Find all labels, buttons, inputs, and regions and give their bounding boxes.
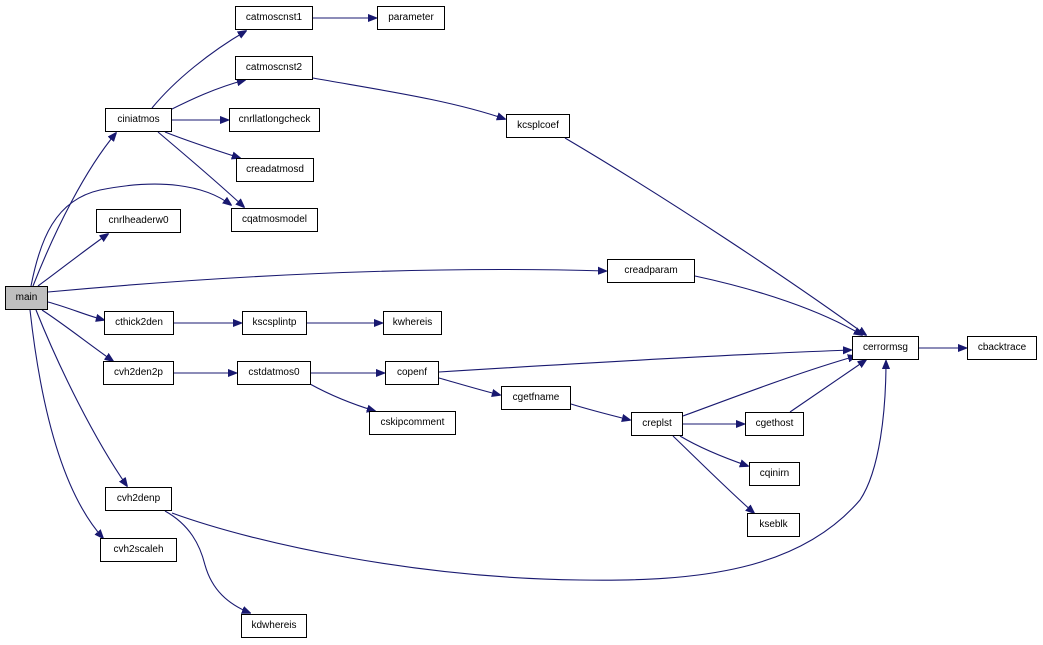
node-cvh2denp-label: cvh2denp: [116, 493, 161, 504]
edge-catmoscnst2-to-kcsplcoef: [312, 77, 505, 119]
edge-cvh2denp-to-cerrormsg: [171, 361, 886, 581]
node-cvh2scaleh-label: cvh2scaleh: [113, 544, 164, 555]
node-cgetfname[interactable]: cgetfname: [501, 386, 571, 410]
node-catmoscnst1[interactable]: catmoscnst1: [235, 6, 313, 30]
edge-main-to-cnrlheaderw0: [37, 234, 108, 287]
node-kwhereis[interactable]: kwhereis: [383, 311, 442, 335]
edge-main-to-cthick2den: [47, 301, 104, 320]
node-cnrlheaderw0-label: cnrlheaderw0: [108, 215, 169, 226]
node-cerrormsg[interactable]: cerrormsg: [852, 336, 919, 360]
node-kdwhereis[interactable]: kdwhereis: [241, 614, 307, 638]
node-cthick2den-label: cthick2den: [115, 317, 163, 328]
edge-creplst-to-cerrormsg: [682, 356, 856, 417]
edge-main-to-ciniatmos: [32, 133, 116, 287]
edge-cgetfname-to-creplst: [570, 403, 630, 420]
node-cqatmosmodel[interactable]: cqatmosmodel: [231, 208, 318, 232]
node-creadatmosd-label: creadatmosd: [246, 164, 304, 175]
node-cnrlheaderw0[interactable]: cnrlheaderw0: [96, 209, 181, 233]
node-cbacktrace[interactable]: cbacktrace: [967, 336, 1037, 360]
node-cqatmosmodel-label: cqatmosmodel: [241, 214, 308, 225]
node-creplst[interactable]: creplst: [631, 412, 683, 436]
node-cerrormsg-label: cerrormsg: [862, 342, 908, 353]
node-copenf[interactable]: copenf: [385, 361, 439, 385]
node-creadparam[interactable]: creadparam: [607, 259, 695, 283]
node-cthick2den[interactable]: cthick2den: [104, 311, 174, 335]
edge-kcsplcoef-to-cerrormsg: [564, 137, 866, 335]
edge-creplst-to-kseblk: [672, 435, 754, 513]
node-creplst-label: creplst: [642, 418, 672, 429]
node-main[interactable]: main: [5, 286, 48, 310]
edge-ciniatmos-to-catmoscnst1: [151, 31, 246, 109]
node-cvh2scaleh[interactable]: cvh2scaleh: [100, 538, 177, 562]
edge-main-to-cvh2denp: [35, 309, 127, 486]
node-kwhereis-label: kwhereis: [392, 317, 433, 328]
node-parameter-label: parameter: [388, 12, 434, 23]
node-cgethost-label: cgethost: [755, 418, 794, 429]
node-cskipcomment[interactable]: cskipcomment: [369, 411, 456, 435]
node-cstdatmos0-label: cstdatmos0: [248, 367, 300, 378]
edge-main-to-cqatmosmodel: [30, 183, 231, 287]
edge-main-to-cvh2scaleh: [29, 309, 103, 538]
node-catmoscnst2-label: catmoscnst2: [245, 62, 303, 73]
edge-copenf-to-cgetfname: [438, 377, 500, 395]
edge-creplst-to-cqinirn: [679, 435, 748, 466]
node-cgetfname-label: cgetfname: [512, 392, 560, 403]
node-kcsplcoef[interactable]: kcsplcoef: [506, 114, 570, 138]
node-kseblk[interactable]: kseblk: [747, 513, 800, 537]
node-creadparam-label: creadparam: [624, 265, 678, 276]
node-ciniatmos[interactable]: ciniatmos: [105, 108, 172, 132]
edge-main-to-cvh2den2p: [41, 309, 113, 361]
edge-copenf-to-cerrormsg: [438, 350, 851, 373]
node-cqinirn-label: cqinirn: [759, 468, 790, 479]
edge-ciniatmos-to-catmoscnst2: [169, 80, 245, 111]
node-ciniatmos-label: ciniatmos: [117, 114, 160, 125]
node-cskipcomment-label: cskipcomment: [380, 417, 445, 428]
edge-ciniatmos-to-creadatmosd: [164, 131, 240, 158]
node-cnrllatlongcheck-label: cnrllatlongcheck: [238, 114, 311, 125]
node-main-label: main: [15, 292, 38, 303]
edge-cvh2denp-to-kdwhereis: [164, 510, 250, 613]
node-cvh2den2p-label: cvh2den2p: [114, 367, 163, 378]
node-copenf-label: copenf: [396, 367, 428, 378]
node-kseblk-label: kseblk: [759, 519, 788, 530]
edge-ciniatmos-to-cqatmosmodel: [157, 131, 244, 207]
node-kscsplintp-label: kscsplintp: [252, 317, 297, 328]
node-cstdatmos0[interactable]: cstdatmos0: [237, 361, 311, 385]
node-catmoscnst1-label: catmoscnst1: [245, 12, 303, 23]
node-cgethost[interactable]: cgethost: [745, 412, 804, 436]
node-cnrllatlongcheck[interactable]: cnrllatlongcheck: [229, 108, 320, 132]
node-parameter[interactable]: parameter: [377, 6, 445, 30]
edge-main-to-creadparam: [47, 269, 606, 293]
node-cbacktrace-label: cbacktrace: [977, 342, 1027, 353]
node-cvh2den2p[interactable]: cvh2den2p: [103, 361, 174, 385]
node-kscsplintp[interactable]: kscsplintp: [242, 311, 307, 335]
node-catmoscnst2[interactable]: catmoscnst2: [235, 56, 313, 80]
edge-cstdatmos0-to-cskipcomment: [309, 383, 375, 411]
edge-creadparam-to-cerrormsg: [694, 275, 862, 335]
node-kdwhereis-label: kdwhereis: [251, 620, 297, 631]
node-cqinirn[interactable]: cqinirn: [749, 462, 800, 486]
node-kcsplcoef-label: kcsplcoef: [517, 120, 559, 131]
edge-cgethost-to-cerrormsg: [789, 360, 866, 413]
node-creadatmosd[interactable]: creadatmosd: [236, 158, 314, 182]
node-cvh2denp[interactable]: cvh2denp: [105, 487, 172, 511]
